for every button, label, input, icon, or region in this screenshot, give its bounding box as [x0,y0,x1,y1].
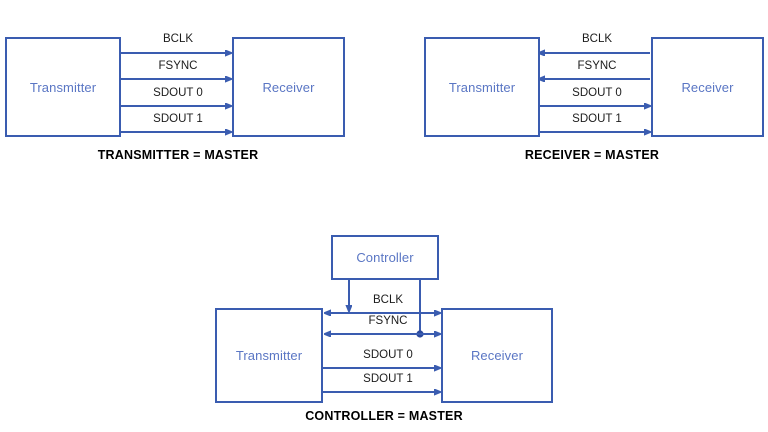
node-controller-label: Controller [356,250,414,265]
node-receiver[interactable]: Receiver [441,308,553,403]
node-receiver-label: Receiver [470,348,524,363]
signal-label-fsync: FSYNC [577,60,617,72]
node-receiver[interactable]: Receiver [651,37,764,137]
caption-receiver-master: RECEIVER = MASTER [524,148,660,162]
node-transmitter-label: Transmitter [29,79,97,95]
node-transmitter-label: Transmitter [235,348,303,363]
signal-label-sdout0: SDOUT 0 [153,87,203,99]
node-transmitter[interactable]: Transmitter [5,37,121,137]
signal-label-sdout1: SDOUT 1 [363,373,413,385]
signal-label-fsync: FSYNC [368,315,408,327]
caption-controller-master: CONTROLLER = MASTER [305,409,463,423]
signal-label-sdout0: SDOUT 0 [572,87,622,99]
signal-label-sdout1: SDOUT 1 [572,113,622,125]
node-transmitter[interactable]: Transmitter [215,308,323,403]
node-transmitter[interactable]: Transmitter [424,37,540,137]
node-receiver[interactable]: Receiver [232,37,345,137]
node-receiver-label: Receiver [681,79,734,95]
signal-label-fsync: FSYNC [158,60,198,72]
signal-label-sdout0: SDOUT 0 [363,349,413,361]
node-transmitter-label: Transmitter [448,79,516,95]
signal-label-bclk: BCLK [581,33,613,45]
node-controller[interactable]: Controller [331,235,439,280]
signal-label-bclk: BCLK [162,33,194,45]
signal-label-sdout1: SDOUT 1 [153,113,203,125]
caption-transmitter-master: TRANSMITTER = MASTER [97,148,259,162]
junction-dot-fsync [416,330,424,338]
node-receiver-label: Receiver [262,79,315,95]
signal-label-bclk: BCLK [372,294,404,306]
